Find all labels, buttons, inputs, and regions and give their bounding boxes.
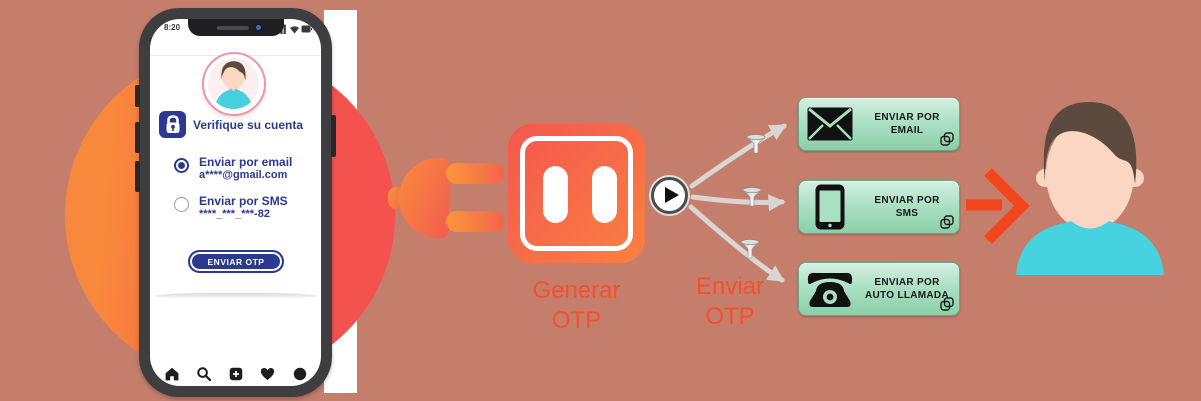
- funnel-icon: [746, 134, 766, 154]
- option-sms[interactable]: Enviar por SMS ****_***_***-82: [174, 195, 288, 221]
- speaker-grill: [216, 26, 249, 30]
- copy-icon: [940, 132, 954, 146]
- power-button: [331, 115, 336, 157]
- option-label: Enviar por email: [199, 155, 293, 169]
- channel-label: ENVIAR POR EMAIL: [874, 112, 940, 136]
- card-shadow: [154, 293, 317, 299]
- generate-otp-label: Generar OTP: [532, 277, 621, 334]
- socket-icon: [508, 124, 645, 263]
- option-value: ****_***_***-82: [199, 208, 270, 220]
- send-otp-button[interactable]: ENVIAR OTP: [188, 250, 284, 273]
- play-button[interactable]: [651, 177, 688, 214]
- verify-header: Verifique su cuenta: [159, 111, 303, 138]
- flow-arrow: [688, 123, 787, 283]
- camera-icon: [255, 24, 261, 30]
- socket-frame: [520, 136, 633, 251]
- plug-prong: [446, 163, 504, 184]
- page-title: Verifique su cuenta: [193, 117, 304, 132]
- notch: [187, 19, 284, 36]
- copy-icon: [940, 297, 954, 311]
- profile-icon[interactable]: [292, 366, 307, 381]
- home-icon[interactable]: [164, 366, 179, 381]
- search-icon[interactable]: [196, 366, 211, 381]
- status-time: 8:20: [164, 23, 181, 32]
- plug-prong: [446, 211, 504, 232]
- battery-icon: [301, 25, 312, 33]
- envelope-icon: [799, 107, 861, 141]
- option-email[interactable]: Enviar por email a****@gmail.com: [174, 156, 292, 182]
- phone-mockup: 8:20: [135, 8, 336, 397]
- send-otp-label: Enviar OTP: [695, 273, 765, 330]
- send-otp-button-label: ENVIAR OTP: [207, 256, 265, 267]
- telephone-icon: [799, 269, 861, 309]
- lock-icon: [159, 111, 186, 138]
- plug-icon: [399, 158, 449, 238]
- channel-sms-button[interactable]: ENVIAR POR SMS: [798, 180, 960, 234]
- smartphone-icon: [799, 184, 861, 230]
- avatar: [202, 52, 266, 116]
- radio-sms[interactable]: [174, 197, 189, 212]
- heart-icon[interactable]: [260, 366, 275, 381]
- option-label: Enviar por SMS: [199, 194, 288, 208]
- phone-screen: 8:20: [150, 19, 321, 386]
- channel-email-button[interactable]: ENVIAR POR EMAIL: [798, 97, 960, 151]
- funnel-icon: [742, 187, 762, 207]
- option-value: a****@gmail.com: [199, 169, 288, 181]
- add-post-icon[interactable]: [228, 366, 243, 381]
- channel-label: ENVIAR POR AUTO LLAMADA: [865, 277, 949, 301]
- socket-slot: [592, 166, 617, 223]
- volume-button: [135, 161, 140, 192]
- avatar-person-icon: [208, 58, 259, 109]
- channel-label: ENVIAR POR SMS: [874, 195, 940, 219]
- bottom-nav: [150, 361, 321, 386]
- channel-autocall-button[interactable]: ENVIAR POR AUTO LLAMADA: [798, 262, 960, 316]
- play-icon: [665, 186, 679, 203]
- radio-email[interactable]: [174, 158, 189, 173]
- copy-icon: [940, 215, 954, 229]
- socket-slot: [543, 166, 568, 223]
- wifi-icon: [290, 26, 299, 34]
- funnel-icon: [740, 239, 760, 259]
- volume-button: [135, 122, 140, 153]
- volume-button: [135, 85, 140, 107]
- user-person-icon: [1016, 102, 1164, 275]
